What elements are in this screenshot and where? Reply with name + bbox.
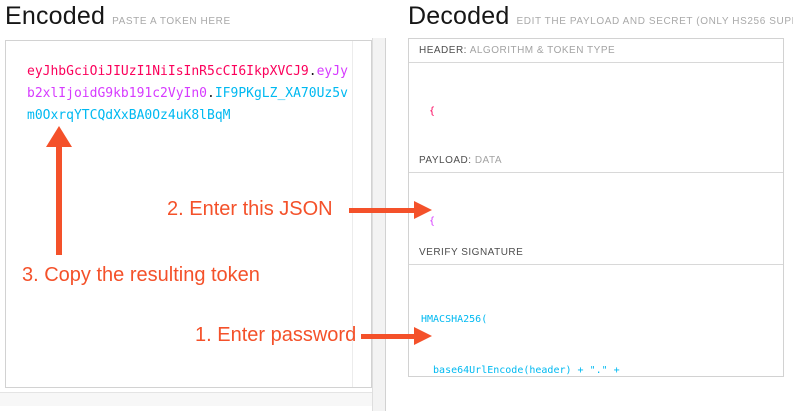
payload-section-label: PAYLOAD:	[419, 155, 472, 166]
panel-divider	[372, 38, 386, 411]
scrollbar-track	[352, 41, 353, 387]
encoded-subtitle: PASTE A TOKEN HERE	[112, 16, 231, 27]
token-separator-dot: .	[308, 64, 317, 79]
signature-section-title: VERIFY SIGNATURE	[409, 241, 783, 265]
verify-signature-editor: HMACSHA256( base64UrlEncode(header) + ".…	[409, 265, 783, 376]
decoded-panel: HEADER: ALGORITHM & TOKEN TYPE { "alg": …	[408, 38, 784, 377]
page-footer-strip	[0, 392, 372, 406]
header-section-sublabel: ALGORITHM & TOKEN TYPE	[469, 45, 616, 56]
token-payload-part: eyJyb2xlIjoidG9kb191c2VyIn0	[27, 64, 348, 101]
signature-section-label: VERIFY SIGNATURE	[419, 247, 524, 258]
token-signature-part: IF9PKgLZ_XA70Uz5vm0OxrqYTCQdXxBA0Oz4uK8l…	[27, 86, 348, 123]
signature-code-line: base64UrlEncode(header) + "." +	[421, 365, 620, 376]
jwt-token: eyJhbGciOiJIUzI1NiIsInR5cCI6IkpXVCJ9.eyJ…	[27, 61, 351, 127]
payload-json-line: {	[429, 216, 436, 227]
header-json-editor: { "alg": "HS256", "typ": "JWT" }	[409, 63, 783, 149]
encoded-heading: Encoded PASTE A TOKEN HERE	[5, 2, 231, 31]
token-separator-dot: .	[207, 86, 215, 101]
header-section-label: HEADER:	[419, 45, 467, 56]
signature-code-line: HMACSHA256(	[421, 314, 488, 325]
header-json-line: {	[429, 106, 436, 117]
payload-section-title: PAYLOAD: DATA	[409, 149, 783, 173]
token-header-part: eyJhbGciOiJIUzI1NiIsInR5cCI6IkpXVCJ9	[27, 64, 309, 79]
decoded-title: Decoded	[408, 2, 510, 30]
decoded-subtitle: EDIT THE PAYLOAD AND SECRET (ONLY HS256 …	[516, 16, 793, 27]
payload-section-sublabel: DATA	[474, 155, 503, 166]
payload-json-editor[interactable]: { "role": "todo_user" }	[409, 173, 783, 241]
decoded-heading: Decoded EDIT THE PAYLOAD AND SECRET (ONL…	[408, 2, 793, 31]
encoded-token-textarea[interactable]: eyJhbGciOiJIUzI1NiIsInR5cCI6IkpXVCJ9.eyJ…	[5, 40, 372, 388]
encoded-title: Encoded	[5, 2, 106, 30]
header-section-title: HEADER: ALGORITHM & TOKEN TYPE	[409, 39, 783, 63]
